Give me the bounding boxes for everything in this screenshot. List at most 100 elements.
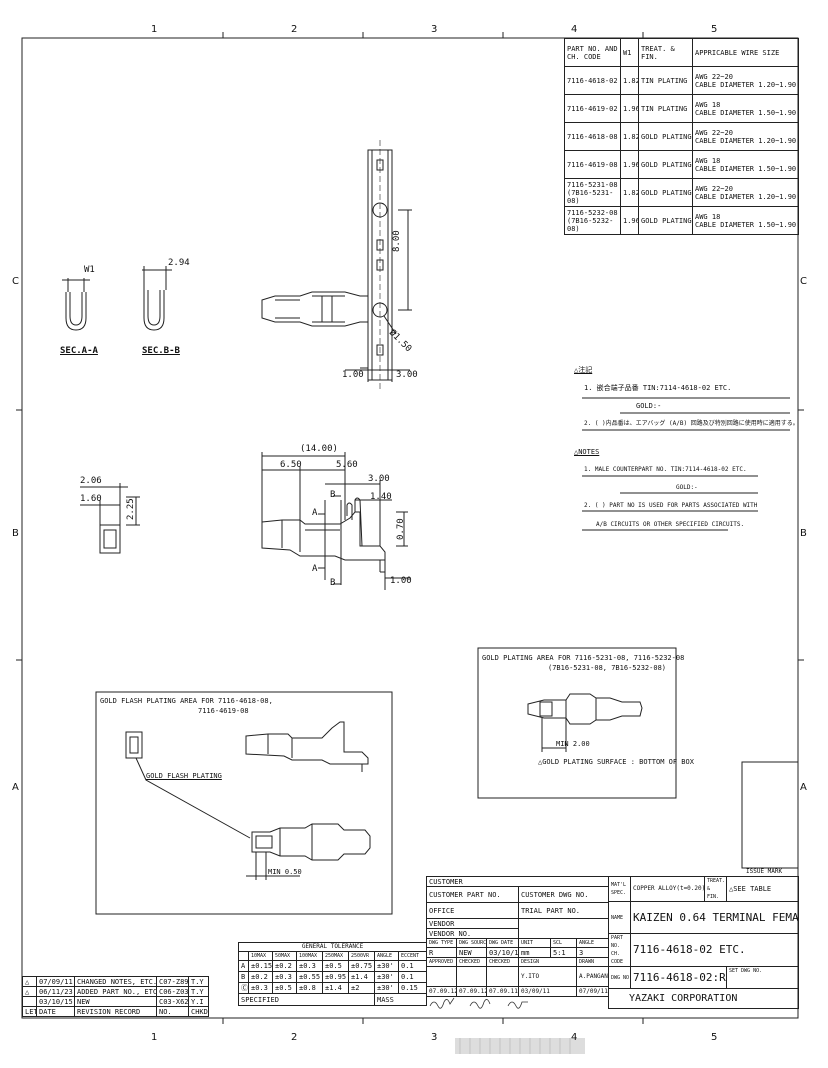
tb-customer-part: CUSTOMER PART NO. — [426, 886, 519, 903]
grid-col-2-bottom: 2 — [291, 1032, 298, 1043]
dim-1-00-top: 1.00 — [342, 370, 364, 380]
section-mark-b-bottom: B — [330, 578, 336, 588]
tolerance-mass: MASS — [373, 993, 428, 1006]
wire-size-line: CABLE DIAMETER 1.50~1.90 — [695, 108, 797, 117]
wire-size-line: AWG 18 — [695, 100, 721, 109]
front-view-small — [80, 483, 140, 554]
tolerance-cell: 0.15 — [397, 982, 428, 994]
title-block-sign-dates: 07.09.12 — [426, 986, 457, 997]
tb-treat-label: TREAT. & FIN. — [704, 876, 727, 902]
grid-col-5-bottom: 5 — [711, 1032, 718, 1043]
signature-scribbles — [429, 997, 528, 1009]
tb-part: 7116-4618-02 ETC. — [630, 933, 799, 967]
w1-cell: 1.96 — [620, 150, 639, 179]
tolerance-header: 10MAX — [248, 951, 273, 961]
revision-mark: △ — [22, 986, 37, 997]
tolerance-cell: 0.1 — [397, 971, 428, 983]
tb-vendor-no: VENDOR NO. — [426, 928, 519, 939]
tolerance-header: 50MAX — [272, 951, 297, 961]
w1-cell: 1.96 — [620, 206, 639, 235]
gold-right-title1: GOLD PLATING AREA FOR 7116-5231-08, 7116… — [482, 654, 685, 662]
grid-row-b-right: B — [800, 528, 807, 539]
dim-14-00: (14.00) — [300, 444, 338, 454]
gold-flash-box-left — [95, 691, 393, 915]
revision-date: 03/10/15 — [36, 996, 75, 1007]
dim-1-00-side: 1.00 — [390, 576, 412, 586]
tolerance-cell: ±0.95 — [322, 971, 349, 983]
notes-en-title: △NOTES — [574, 448, 600, 456]
title-block-sign-headers: CHECKED — [456, 957, 487, 967]
tb-customer: CUSTOMER — [426, 876, 609, 887]
notes-en-line1b: GOLD:- — [676, 484, 698, 491]
dim-8-00: 8.00 — [392, 230, 402, 252]
tolerance-cell: 0.1 — [397, 960, 428, 972]
title-block-right: MAT'L SPEC. COPPER ALLOY(t=0.20) TREAT. … — [608, 876, 799, 1009]
title-block-sign-dates: 07.09.11 — [486, 986, 519, 997]
tb-matl-label: MAT'L SPEC. — [608, 876, 631, 902]
tb-part-label: PART NO. CH. CODE — [608, 933, 631, 967]
part-number: 7116-5231-08 — [567, 180, 618, 189]
w1-cell: 1.82 — [620, 122, 639, 151]
part-number: 7116-4618-08 — [567, 132, 618, 141]
title-block-left: CUSTOMER CUSTOMER PART NO.CUSTOMER DWG N… — [426, 876, 609, 997]
part-number: 7116-4618-02 — [567, 76, 618, 85]
tb-name: KAIZEN 0.64 TERMINAL FEMALE — [630, 901, 799, 934]
title-block-sign-values — [486, 966, 519, 987]
title-block-row-headers: DWG DATE — [486, 938, 519, 948]
part-number-cell: 7116-5232-08(7B16-5232-08)△ — [564, 206, 621, 235]
issue-mark-box — [741, 761, 799, 869]
part-number-cell: 7116-4618-08△ — [564, 122, 621, 151]
section-aa-label: SEC.A-A — [60, 346, 98, 356]
side-view-terminal — [261, 452, 410, 590]
tolerance-header: ECCENT — [397, 951, 428, 961]
title-block-sign-headers: APPROVED — [426, 957, 457, 967]
grid-col-1-bottom: 1 — [151, 1032, 158, 1043]
tolerance-cell: ±0.2 — [272, 960, 297, 972]
dim-1-60: 1.60 — [80, 494, 102, 504]
title-block-sign-dates: 03/09/11 — [518, 986, 577, 997]
grid-row-c-left: C — [12, 276, 19, 287]
revision-mark — [22, 996, 37, 1007]
dim-6-50: 6.50 — [280, 460, 302, 470]
header-part: PART NO. AND CH. CODE — [564, 38, 621, 67]
rev-header-let: LET — [22, 1006, 37, 1017]
gold-left-title1: GOLD FLASH PLATING AREA FOR 7116-4618-08… — [100, 697, 273, 705]
notes-jp-line1: 1. 嵌合端子品番 TIN:7114-4618-02 ETC. — [584, 384, 732, 392]
title-block-row-headers: UNIT — [518, 938, 551, 948]
wire-size-line: CABLE DIAMETER 1.50~1.90 — [695, 220, 797, 229]
grid-col-1-top: 1 — [151, 24, 158, 35]
part-number-cell: 7116-5231-08(7B16-5231-08)△ — [564, 178, 621, 207]
revision-no: C03-X622 — [156, 996, 189, 1007]
title-block-row-headers: DWG SOURCE — [456, 938, 487, 948]
grid-row-c-right: C — [800, 276, 807, 287]
wire-size-line: AWG 18 — [695, 212, 721, 221]
revision-record: CHANGED NOTES, ETC. — [74, 976, 157, 987]
notes-en-line3: A/B CIRCUITS OR OTHER SPECIFIED CIRCUITS… — [596, 521, 745, 528]
wire-size-table: PART NO. AND CH. CODE W1 TREAT. & FIN. A… — [564, 38, 799, 235]
tb-name-label: NAME — [608, 901, 631, 934]
tolerance-cell: ±30' — [374, 960, 399, 972]
gold-plating-box-right — [477, 647, 677, 799]
title-block-sign-headers: DESIGN — [518, 957, 577, 967]
tolerance-cell: ±0.3 — [296, 960, 323, 972]
gold-right-surface: △GOLD PLATING SURFACE : BOTTOM OF BOX — [538, 758, 694, 766]
tolerance-cell: ±0.5 — [272, 982, 297, 994]
tb-treat: △SEE TABLE — [726, 876, 799, 902]
revision-date: 07/09/11 — [36, 976, 75, 987]
dim-2-94: 2.94 — [168, 258, 190, 268]
part-number: 7116-4619-08 — [567, 160, 618, 169]
w1-cell: 1.96 — [620, 94, 639, 123]
dim-1-40: 1.40 — [370, 492, 392, 502]
revision-record: NEW — [74, 996, 157, 1007]
tolerance-row: B±0.2±0.3±0.55±0.95±1.4±30'0.1 — [238, 971, 428, 983]
section-aa-shape — [65, 292, 87, 331]
wire-size-line: CABLE DIAMETER 1.20~1.90 △ — [695, 80, 799, 89]
grid-row-b-left: B — [12, 528, 19, 539]
